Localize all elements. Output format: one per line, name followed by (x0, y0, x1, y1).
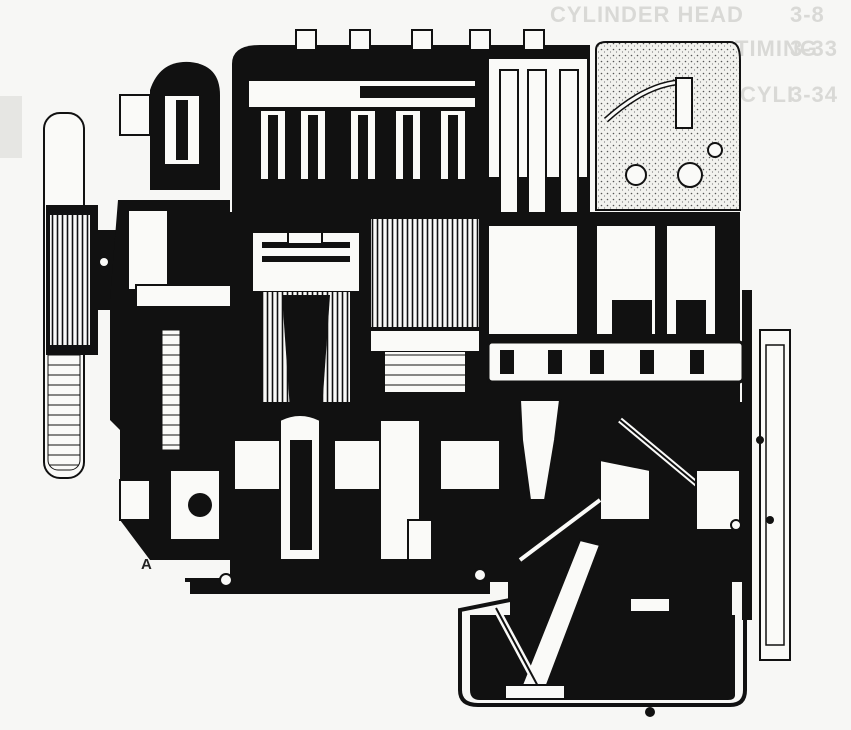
thermostat-housing (119, 61, 220, 190)
bleed-page-3: 3-34 (790, 82, 839, 107)
bleed-text-line2: TIMING (735, 36, 818, 61)
page-edge-tab (0, 96, 22, 158)
bleed-text-line3: CYLI (740, 82, 795, 107)
bleed-page-1: 3-8 (790, 2, 825, 27)
timing-cover (110, 200, 232, 560)
bleed-page-2: 3-33 (790, 36, 839, 61)
bleed-text-line1: CYLINDER HEAD (550, 2, 744, 27)
camshaft (486, 340, 745, 384)
oil-pan (185, 538, 747, 717)
engine-block (230, 212, 740, 410)
bolt-details (219, 436, 774, 587)
crankcase (230, 399, 745, 620)
rear-plate (742, 290, 791, 661)
fan-assembly (43, 112, 124, 479)
part-label-a: A (141, 556, 152, 573)
